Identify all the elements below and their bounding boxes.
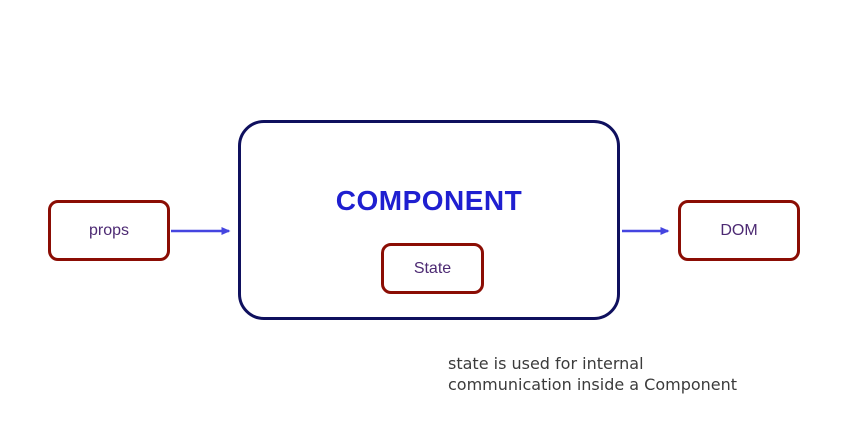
props-node: props [48, 200, 170, 261]
props-node-label: props [88, 221, 130, 239]
caption-text: state is used for internal communication… [448, 353, 737, 395]
caption-line-2: communication inside a Component [448, 375, 738, 394]
state-node: State [381, 243, 484, 294]
dom-node: DOM [678, 200, 800, 261]
dom-node-label: DOM [720, 221, 758, 239]
component-node: COMPONENT State [238, 120, 620, 320]
state-node-label: State [413, 259, 452, 277]
component-title: COMPONENT [335, 185, 523, 216]
caption-line-1: state is used for internal [448, 354, 644, 373]
